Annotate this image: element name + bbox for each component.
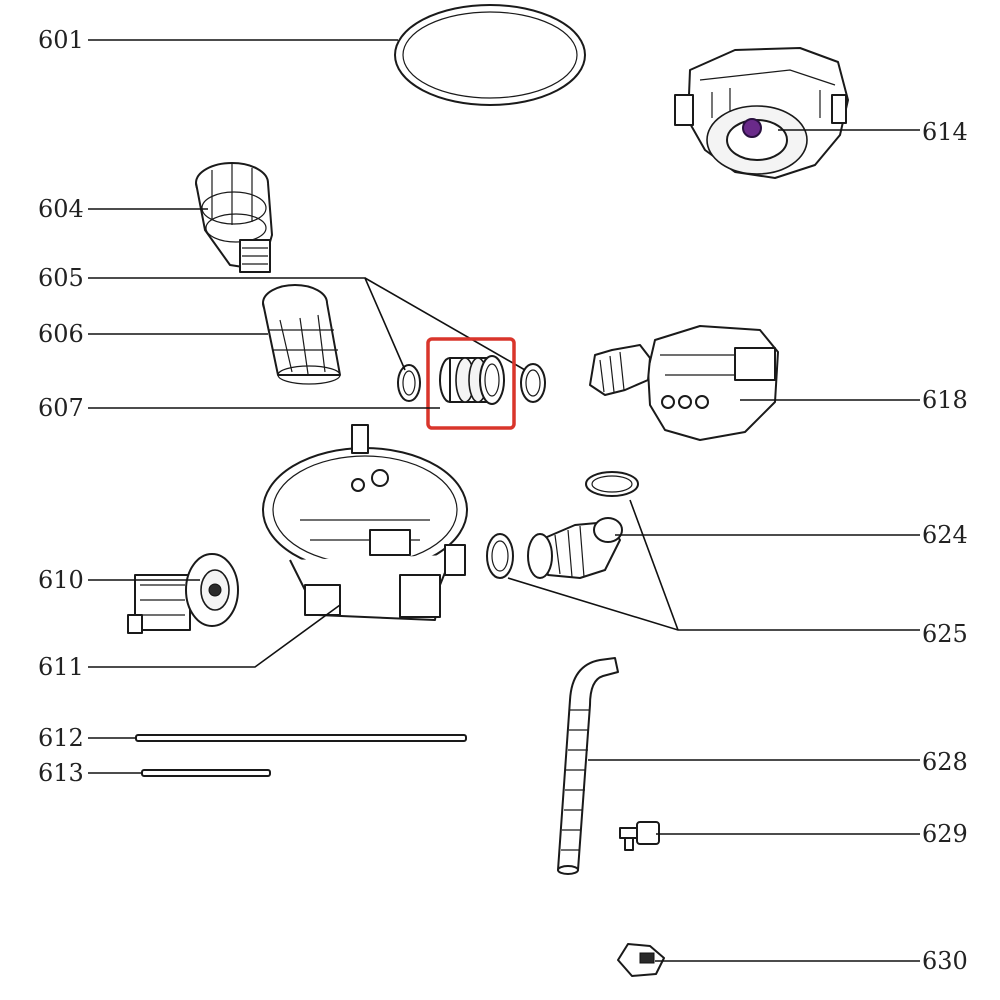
leader-625-branch — [629, 499, 679, 631]
part-605-clamp-left[interactable] — [397, 364, 421, 402]
callout-601: 601 — [38, 26, 84, 54]
part-606-filter-cage[interactable] — [262, 284, 341, 385]
part-614-pump-assembly[interactable] — [674, 47, 849, 179]
leader-605 — [88, 277, 406, 371]
callout-628: 628 — [922, 748, 968, 776]
part-628-drain-hose[interactable] — [557, 657, 619, 875]
callout-618: 618 — [922, 386, 968, 414]
part-613-rod[interactable] — [141, 769, 271, 777]
part-605-clamp-right[interactable] — [520, 363, 546, 403]
callout-629: 629 — [922, 820, 968, 848]
callout-625: 625 — [922, 620, 968, 648]
part-625-clamp-left[interactable] — [486, 533, 514, 579]
part-610-drain-pump[interactable] — [127, 553, 239, 634]
callout-614: 614 — [922, 118, 968, 146]
highlight-box-607 — [426, 337, 516, 430]
part-630-sensor[interactable] — [617, 943, 665, 977]
callout-606: 606 — [38, 320, 84, 348]
callout-607: 607 — [38, 394, 84, 422]
part-604-filter[interactable] — [195, 162, 273, 273]
callout-624: 624 — [922, 521, 968, 549]
callout-612: 612 — [38, 724, 84, 752]
part-618-pump-housing[interactable] — [589, 325, 779, 441]
leader-611 — [88, 604, 341, 668]
callout-604: 604 — [38, 195, 84, 223]
callout-613: 613 — [38, 759, 84, 787]
part-601-gasket[interactable] — [394, 4, 586, 106]
callout-605: 605 — [38, 264, 84, 292]
leader-605-branch — [364, 277, 526, 371]
callout-610: 610 — [38, 566, 84, 594]
part-611-sump[interactable] — [262, 424, 468, 621]
part-629-valve[interactable] — [619, 821, 660, 851]
part-624-elbow-hose[interactable] — [527, 471, 639, 579]
purple-seal-icon — [742, 118, 762, 138]
callout-630: 630 — [922, 947, 968, 975]
leader-625 — [507, 577, 920, 631]
part-612-rod[interactable] — [135, 734, 467, 742]
part-607-coupling[interactable] — [439, 355, 505, 405]
callout-611: 611 — [38, 653, 84, 681]
